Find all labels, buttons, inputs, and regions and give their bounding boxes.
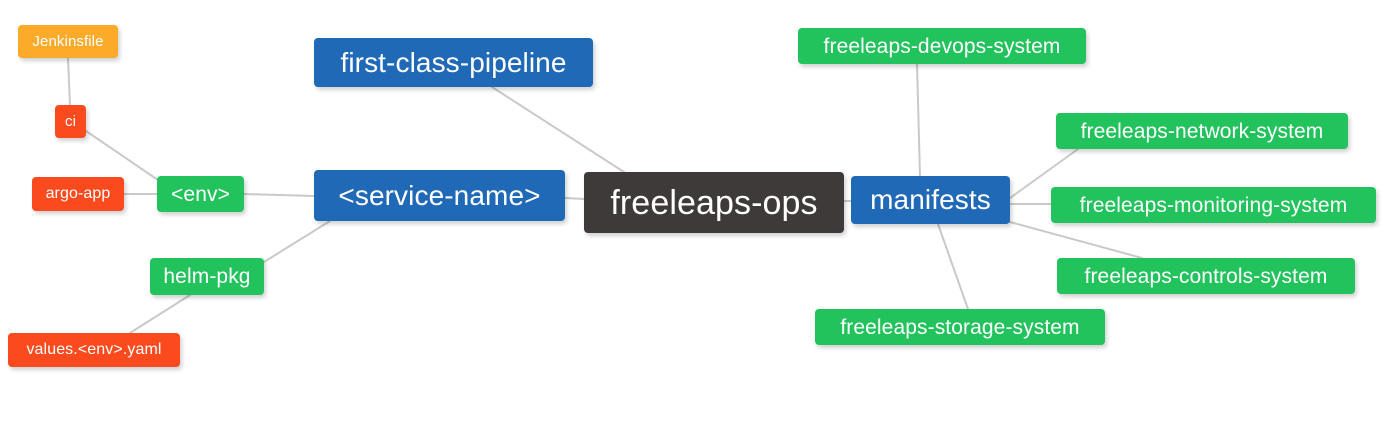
edge-manifests-to-freeleaps-devops-system: [916, 63, 921, 177]
edge-manifests-to-freeleaps-controls-system: [1009, 221, 1143, 259]
edge-ci-to-env: [85, 130, 159, 181]
node-freeleaps-ops[interactable]: freeleaps-ops: [584, 172, 844, 233]
node-values-yaml[interactable]: values.<env>.yaml: [8, 333, 180, 367]
edge-values-yaml-to-helm-pkg: [129, 294, 191, 334]
edge-jenkinsfile-to-ci: [67, 57, 71, 106]
edge-manifests-to-freeleaps-storage-system: [937, 223, 969, 310]
edge-service-name-to-freeleaps-ops: [564, 197, 585, 200]
node-manifests[interactable]: manifests: [851, 176, 1010, 224]
edge-helm-pkg-to-service-name: [263, 220, 331, 263]
edge-first-class-pipeline-to-freeleaps-ops: [491, 86, 625, 173]
node-freeleaps-storage-system[interactable]: freeleaps-storage-system: [815, 309, 1105, 345]
node-freeleaps-controls-system[interactable]: freeleaps-controls-system: [1057, 258, 1355, 294]
node-helm-pkg[interactable]: helm-pkg: [150, 258, 264, 295]
node-ci[interactable]: ci: [55, 105, 86, 138]
node-jenkinsfile[interactable]: Jenkinsfile: [18, 25, 118, 58]
node-argo-app[interactable]: argo-app: [32, 177, 124, 211]
node-env[interactable]: <env>: [157, 176, 244, 212]
edge-env-to-service-name: [243, 193, 315, 197]
node-freeleaps-monitoring-system[interactable]: freeleaps-monitoring-system: [1051, 187, 1376, 223]
node-freeleaps-network-system[interactable]: freeleaps-network-system: [1056, 113, 1348, 149]
node-freeleaps-devops-system[interactable]: freeleaps-devops-system: [798, 28, 1086, 64]
node-first-class-pipeline[interactable]: first-class-pipeline: [314, 38, 593, 87]
node-service-name[interactable]: <service-name>: [314, 170, 565, 221]
